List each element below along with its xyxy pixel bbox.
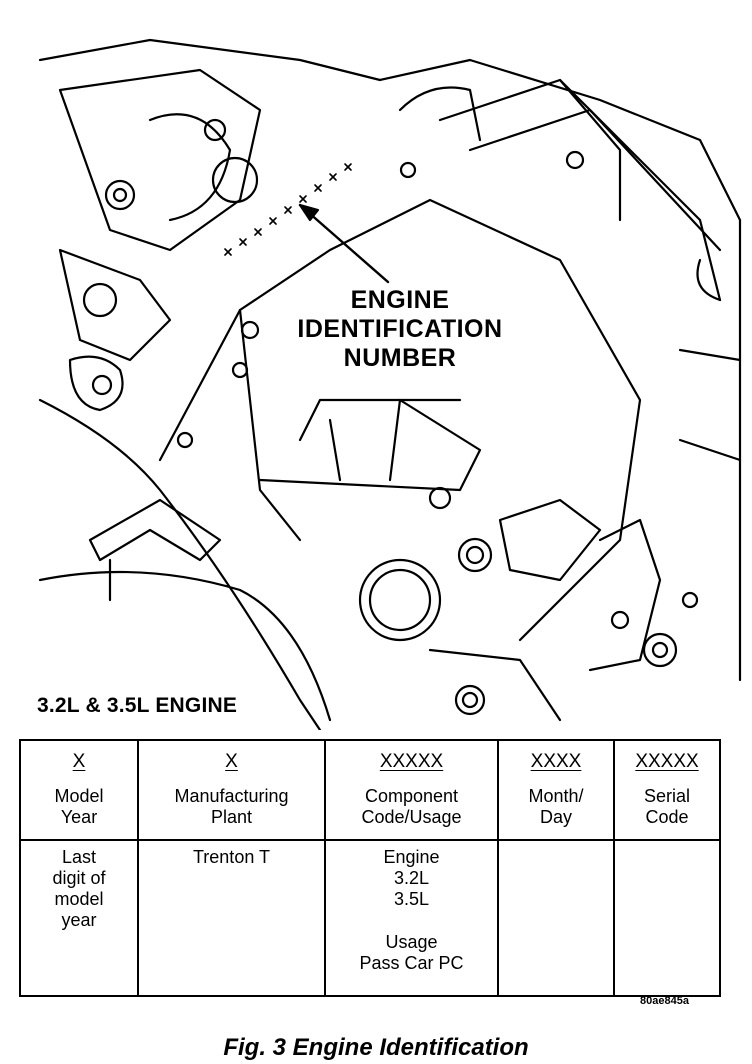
cell-month-day xyxy=(497,839,615,997)
cell-line: Pass Car PC xyxy=(359,953,464,973)
header-line: Code xyxy=(645,807,689,827)
code-month-day: XXXX xyxy=(530,751,582,772)
cell-line: Engine xyxy=(383,847,440,867)
column-model-year: X Model Year xyxy=(19,739,139,841)
header-line: Code/Usage xyxy=(361,807,462,827)
cell-line: Last xyxy=(61,847,97,867)
code-serial: XXXXX xyxy=(635,751,699,772)
column-plant: X Manufacturing Plant xyxy=(137,739,326,841)
cell-serial xyxy=(613,839,721,997)
callout-line-3: NUMBER xyxy=(343,344,457,372)
table-body-row: Last digit of model year Trenton T Engin… xyxy=(19,839,721,997)
engine-id-table: X Model Year X Manufacturing Plant XXXXX… xyxy=(19,739,721,997)
figure-caption: Fig. 3 Engine Identification xyxy=(223,1034,529,1061)
cell-spacer xyxy=(326,910,497,932)
engine-illustration xyxy=(38,38,742,730)
table-header-row: X Model Year X Manufacturing Plant XXXXX… xyxy=(19,739,721,841)
callout-line-2: IDENTIFICATION xyxy=(297,315,503,343)
engine-label: 3.2L & 3.5L ENGINE xyxy=(37,694,238,717)
cell-line: digit of xyxy=(52,868,106,888)
cell-line: Usage xyxy=(385,932,438,952)
header-line: Model xyxy=(54,786,104,806)
column-month-day: XXXX Month/ Day xyxy=(497,739,615,841)
header-line: Component xyxy=(364,786,459,806)
cell-line: year xyxy=(61,910,97,930)
cell-line: model xyxy=(54,889,104,909)
cell-plant: Trenton T xyxy=(137,839,326,997)
cell-line: 3.2L xyxy=(393,868,430,888)
cell-line: Trenton T xyxy=(192,847,271,867)
callout-line-1: ENGINE xyxy=(350,286,450,314)
engine-id-callout: ENGINE IDENTIFICATION NUMBER xyxy=(270,286,530,373)
header-line: Serial xyxy=(643,786,691,806)
cell-line: 3.5L xyxy=(393,889,430,909)
code-model-year: X xyxy=(72,751,86,772)
header-line: Month/ xyxy=(528,786,584,806)
cell-component: Engine 3.2L 3.5L Usage Pass Car PC xyxy=(324,839,499,997)
cell-model-year: Last digit of model year xyxy=(19,839,139,997)
header-line: Manufacturing xyxy=(174,786,289,806)
figure-code: 80ae845a xyxy=(640,995,689,1007)
header-line: Year xyxy=(60,807,98,827)
header-line: Day xyxy=(539,807,572,827)
code-component: XXXXX xyxy=(379,751,444,772)
header-line: Plant xyxy=(210,807,253,827)
code-plant: X xyxy=(225,751,238,772)
column-serial: XXXXX Serial Code xyxy=(613,739,721,841)
column-component: XXXXX Component Code/Usage xyxy=(324,739,499,841)
